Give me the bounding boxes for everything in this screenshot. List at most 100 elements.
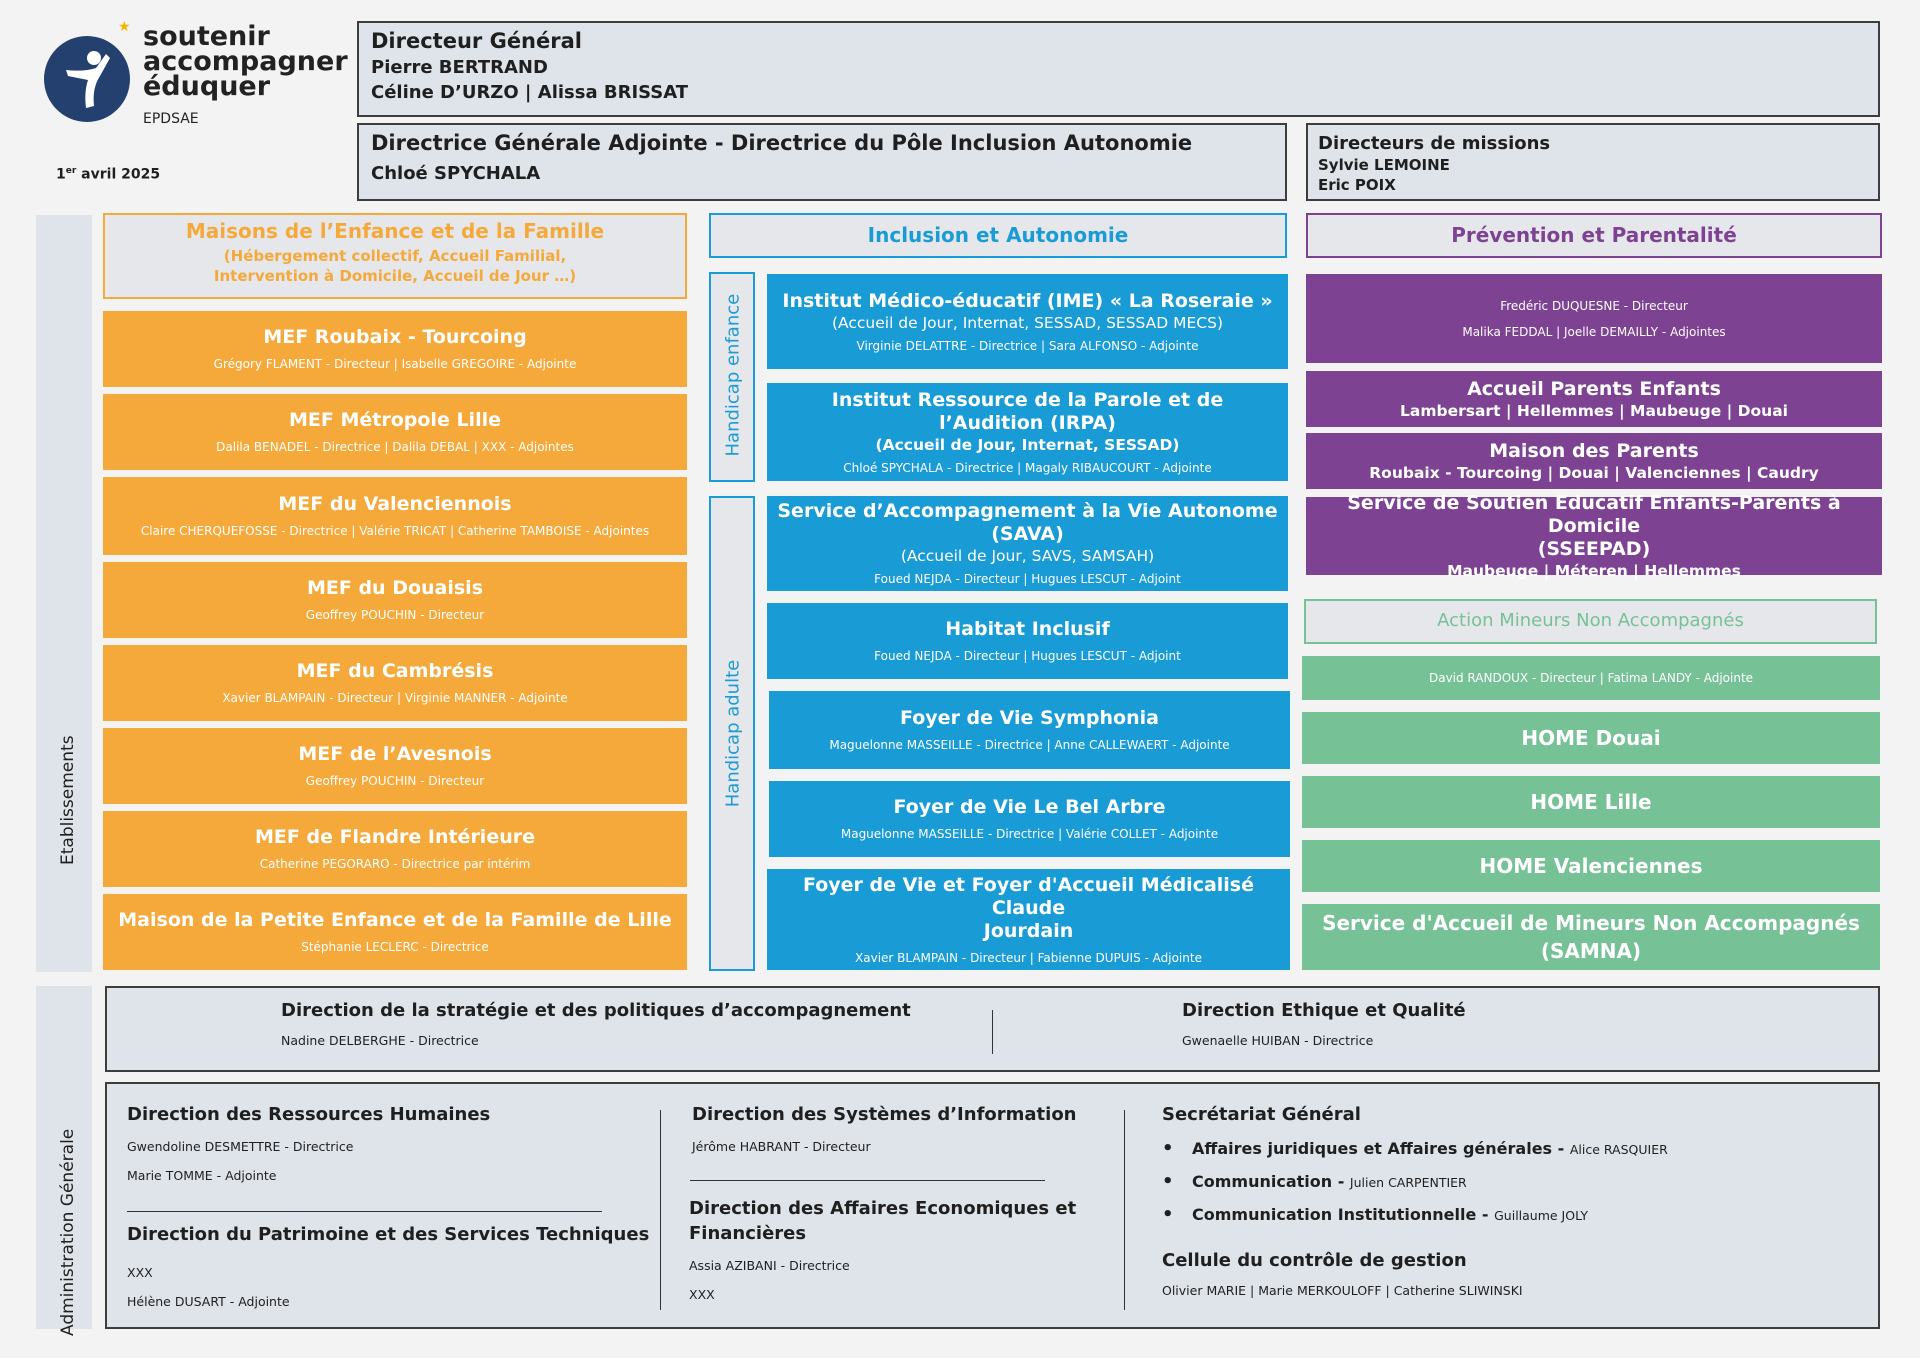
sseepad-title-2: (SSEEPAD) — [1537, 537, 1651, 560]
ethique-people: Gwenaelle HUIBAN - Directrice — [1182, 1033, 1374, 1048]
mna-lead-card: David RANDOUX - Directeur | Fatima LANDY… — [1302, 656, 1880, 700]
sg-item-person: Julien CARPENTIER — [1349, 1175, 1467, 1190]
symphonia-card: Foyer de Vie Symphonia Maguelonne MASSEI… — [769, 691, 1290, 769]
habitat-people: Foued NEJDA - Directeur | Hugues LESCUT … — [874, 649, 1181, 663]
ime-sub: (Accueil de Jour, Internat, SESSAD, SESS… — [831, 313, 1224, 332]
sseepad-card: Service de Soutien Educatif Enfants-Pare… — [1306, 492, 1882, 580]
logo-wordmark: soutenir accompagner éduquer — [143, 21, 348, 102]
etablissements-band: Etablissements — [36, 215, 92, 972]
sg-block: Secrétariat Général Affaires juridiques … — [1162, 1104, 1668, 1298]
handicap-enfance-label: Handicap enfance — [722, 293, 744, 457]
mef-card-title: MEF du Douaisis — [306, 577, 484, 599]
patrimoine-person-1: XXX — [127, 1265, 153, 1280]
mdp-sub: Roubaix - Tourcoing | Douai | Valencienn… — [1369, 463, 1819, 482]
ccg-people: Olivier MARIE | Marie MERKOULOFF | Cathe… — [1162, 1283, 1523, 1298]
sg-item-label: Communication - — [1192, 1172, 1350, 1191]
jourdain-title-1: Foyer de Vie et Foyer d'Accueil Médicali… — [802, 873, 1255, 919]
sava-sub: (Accueil de Jour, SAVS, SAMSAH) — [900, 547, 1155, 565]
ethique-block: Direction Ethique et Qualité Gwenaelle H… — [1182, 1000, 1466, 1048]
symphonia-people: Maguelonne MASSEILLE - Directrice | Anne… — [829, 738, 1230, 752]
habitat-card: Habitat Inclusif Foued NEJDA - Directeur… — [767, 603, 1288, 679]
prevention-lead-2: Malika FEDDAL | Joelle DEMAILLY - Adjoin… — [1462, 324, 1726, 339]
sava-card: Service d’Accompagnement à la Vie Autono… — [767, 496, 1288, 591]
strategie-people: Nadine DELBERGHE - Directrice — [281, 1033, 479, 1048]
prevention-header: Prévention et Parentalité — [1306, 213, 1882, 258]
mef-card-people: Stéphanie LECLERC - Directrice — [301, 940, 489, 954]
mef-card-people: Dalila BENADEL - Directrice | Dalila DEB… — [216, 440, 574, 454]
admin-label: Administration Générale — [58, 1128, 78, 1336]
belarbre-people: Maguelonne MASSEILLE - Directrice | Valé… — [840, 827, 1219, 841]
prevention-lead-1: Fredéric DUQUESNE - Directeur — [1500, 298, 1688, 313]
admin-bottom-box: Direction des Ressources Humaines Gwendo… — [105, 1082, 1880, 1329]
mef-header-sub-2: Intervention à Domicile, Accueil de Jour… — [213, 267, 577, 285]
mef-header-sub-1: (Hébergement collectif, Accueil Familial… — [223, 247, 567, 265]
missions-line-1: Sylvie LEMOINE — [1318, 156, 1450, 174]
si-person-1: Jérôme HABRANT - Directeur — [692, 1139, 871, 1154]
irpa-sub: (Accueil de Jour, Internat, SESSAD) — [875, 435, 1180, 454]
missions-line-2: Eric POIX — [1318, 176, 1396, 194]
rh-title: Direction des Ressources Humaines — [127, 1104, 491, 1125]
logo-line-2: accompagner — [143, 46, 348, 77]
irpa-title: Institut Ressource de la Parole et de l’… — [831, 388, 1224, 434]
admin-band: Administration Générale — [36, 986, 92, 1336]
samna-title-1: Service d'Accueil de Mineurs Non Accompa… — [1322, 911, 1860, 935]
ime-card: Institut Médico-éducatif (IME) « La Rose… — [767, 274, 1288, 369]
sg-item: Affaires juridiques et Affaires générale… — [1162, 1138, 1668, 1159]
sg-title: Secrétariat Général — [1162, 1104, 1361, 1125]
jourdain-card: Foyer de Vie et Foyer d'Accueil Médicali… — [767, 869, 1290, 970]
daef-block: Direction des Affaires Economiques et Fi… — [689, 1198, 1076, 1302]
admin-top-divider — [992, 1010, 993, 1054]
dg-line-2: Céline D’URZO | Alissa BRISSAT — [371, 82, 689, 103]
ethique-title: Direction Ethique et Qualité — [1182, 1000, 1466, 1021]
mef-header-title: Maisons de l’Enfance et de la Famille — [185, 219, 605, 243]
mef-card-title: MEF du Valenciennois — [278, 493, 512, 515]
patrimoine-title: Direction du Patrimoine et des Services … — [127, 1224, 650, 1245]
mef-card-title: MEF Métropole Lille — [289, 409, 501, 431]
home-card: HOME Douai — [1302, 712, 1880, 764]
home-title: HOME Valenciennes — [1479, 853, 1703, 878]
home-card: HOME Lille — [1302, 776, 1880, 828]
sg-item: Communication Institutionnelle - Guillau… — [1162, 1204, 1668, 1225]
strategie-block: Direction de la stratégie et des politiq… — [281, 1000, 911, 1048]
logo-line-1: soutenir — [143, 21, 270, 52]
ape-sub: Lambersart | Hellemmes | Maubeuge | Doua… — [1400, 401, 1788, 420]
daef-title-2: Financières — [689, 1223, 807, 1244]
dg-title: Directeur Général — [371, 29, 582, 53]
jourdain-people: Xavier BLAMPAIN - Directeur | Fabienne D… — [855, 950, 1202, 965]
etablissements-label: Etablissements — [58, 735, 78, 865]
mef-card-people: Claire CHERQUEFOSSE - Directrice | Valér… — [140, 524, 650, 538]
irpa-people: Chloé SPYCHALA - Directrice | Magaly RIB… — [843, 460, 1212, 475]
habitat-title: Habitat Inclusif — [945, 618, 1110, 640]
logo-line-3: éduquer — [143, 71, 271, 102]
dga-title: Directrice Générale Adjointe - Directric… — [371, 131, 1193, 155]
mna-header: Action Mineurs Non Accompagnés — [1304, 599, 1877, 644]
mef-card: Maison de la Petite Enfance et de la Fam… — [103, 894, 687, 970]
si-divider — [690, 1180, 1045, 1181]
mef-card-people: Catherine PEGORARO - Directrice par inté… — [259, 857, 531, 871]
home-title: HOME Lille — [1530, 789, 1652, 814]
ape-title: Accueil Parents Enfants — [1467, 377, 1721, 400]
sseepad-title-1: Service de Soutien Educatif Enfants-Pare… — [1347, 491, 1841, 537]
inclusion-header: Inclusion et Autonomie — [709, 213, 1287, 258]
ccg-title: Cellule du contrôle de gestion — [1162, 1250, 1467, 1271]
prevention-lead-card: Fredéric DUQUESNE - Directeur Malika FED… — [1306, 274, 1882, 363]
mna-lead: David RANDOUX - Directeur | Fatima LANDY… — [1428, 671, 1754, 685]
belarbre-title: Foyer de Vie Le Bel Arbre — [893, 796, 1166, 818]
home-title: HOME Douai — [1521, 725, 1661, 750]
dg-line-1: Pierre BERTRAND — [371, 57, 548, 78]
mdp-title: Maison des Parents — [1489, 439, 1699, 462]
ime-title: Institut Médico-éducatif (IME) « La Rose… — [782, 289, 1273, 312]
admin-bottom-divider-1 — [660, 1110, 661, 1310]
symphonia-title: Foyer de Vie Symphonia — [900, 707, 1159, 729]
dg-box: Directeur Général Pierre BERTRAND Céline… — [357, 21, 1880, 117]
sg-item-label: Communication Institutionnelle - — [1192, 1205, 1495, 1224]
ime-people: Virginie DELATTRE - Directrice | Sara AL… — [856, 338, 1199, 353]
sg-item-person: Alice RASQUIER — [1569, 1142, 1668, 1157]
patrimoine-block: Direction du Patrimoine et des Services … — [127, 1224, 649, 1309]
daef-title-1: Direction des Affaires Economiques et — [689, 1198, 1077, 1219]
